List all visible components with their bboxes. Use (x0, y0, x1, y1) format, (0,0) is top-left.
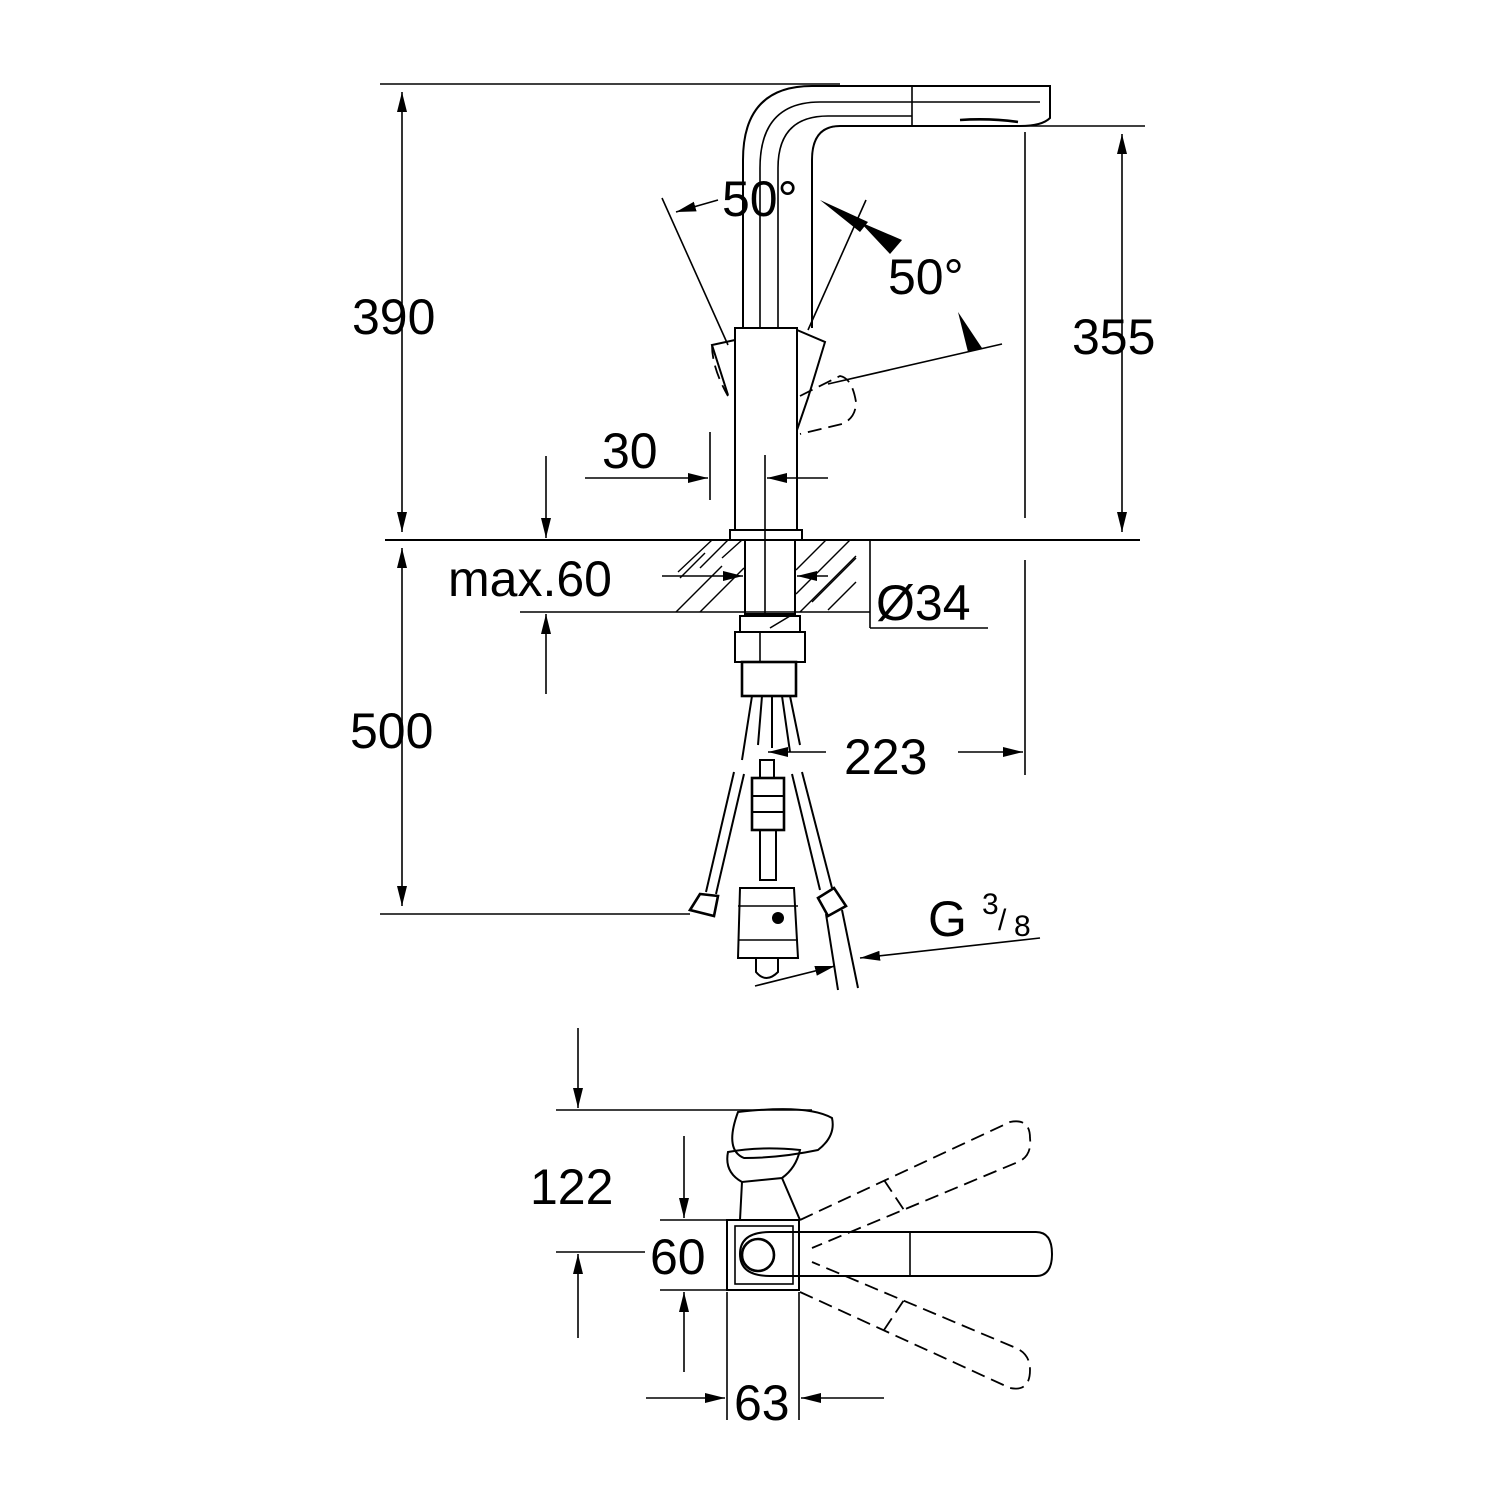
side-view: 390 355 50° 50° 30 max.60 Ø3 (350, 83, 1155, 991)
label-thread-g: G (928, 891, 967, 947)
top-base (726, 1219, 800, 1291)
dimension-spout-height: 355 (1020, 125, 1155, 532)
label-thread-denominator: 8 (1014, 910, 1031, 943)
top-spout-swivel (799, 1120, 1032, 1390)
label-counter-thickness: max.60 (448, 551, 612, 607)
spout (742, 85, 1051, 328)
top-view: 122 60 63 (530, 1028, 1054, 1431)
label-lever-offset: 30 (602, 423, 658, 479)
dimension-top-clearance: 122 (530, 1028, 812, 1338)
supply-hoses (687, 759, 859, 991)
dimension-hose-length: 500 (350, 548, 690, 915)
dimension-spout-reach: 223 (768, 132, 1026, 785)
angle-guides (661, 197, 1003, 385)
label-spout-reach: 223 (844, 729, 927, 785)
label-body-depth: 60 (650, 1229, 706, 1285)
dimension-counter-thickness: max.60 (448, 456, 828, 694)
label-thread-numerator: 3 (982, 888, 999, 921)
dimension-thread: G 3 / 8 (754, 888, 1041, 987)
label-thread-slash: / (998, 904, 1007, 937)
label-angle-lever: 50° (888, 249, 964, 305)
dimension-body-depth: 60 (556, 1136, 730, 1372)
label-total-height: 390 (352, 289, 435, 345)
label-spout-height: 355 (1072, 309, 1155, 365)
faucet-body (729, 327, 803, 541)
top-spout (738, 1231, 1054, 1277)
countertop-hatching (675, 539, 857, 613)
label-hole-diameter: Ø34 (876, 575, 971, 631)
dimension-hole-diameter: Ø34 (870, 575, 988, 631)
mounting-shank (734, 539, 806, 761)
dimension-total-height: 390 (352, 83, 840, 532)
label-hose-length: 500 (350, 703, 433, 759)
dimension-base-width: 63 (646, 1292, 884, 1431)
top-lever (726, 1108, 834, 1221)
label-base-width: 63 (734, 1375, 790, 1431)
label-top-clearance: 122 (530, 1159, 613, 1215)
dimension-lever-offset: 30 (585, 423, 828, 500)
label-angle-spout: 50° (722, 171, 798, 227)
